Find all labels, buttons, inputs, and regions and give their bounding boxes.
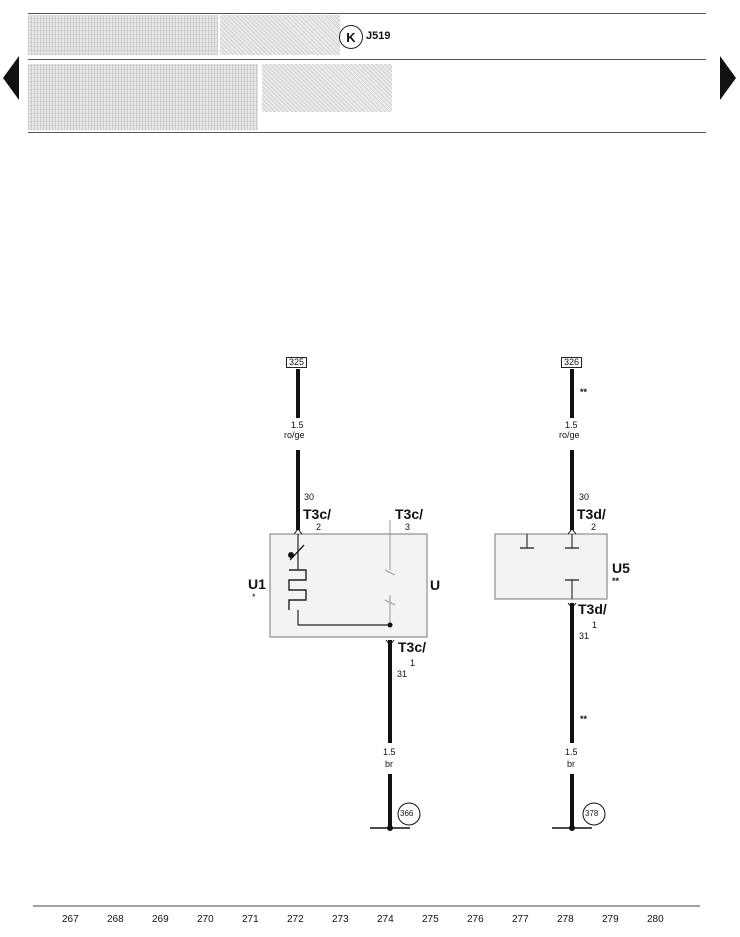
header-mid-rule [28, 59, 706, 60]
connector-pin-label: 2 [591, 522, 597, 532]
header-bottom-rule [28, 132, 706, 133]
column-number: 276 [467, 914, 484, 925]
column-number: 272 [287, 914, 304, 925]
wire-gauge-label: 1.5 [565, 747, 578, 757]
connector-arrow-icon [385, 639, 395, 646]
header-legend-text-blur [28, 15, 218, 55]
wire-gauge-label: 1.5 [291, 420, 304, 430]
left-component-box [269, 533, 428, 638]
right-component-box [494, 533, 608, 600]
connector-arrow-icon [293, 528, 303, 535]
component-mark: * [252, 592, 256, 602]
header-top-rule [28, 13, 706, 14]
triangle-right-icon[interactable] [719, 56, 737, 100]
wire-color-label: br [567, 759, 576, 769]
column-number: 277 [512, 914, 529, 925]
pin-number-label: 31 [579, 631, 590, 641]
column-number: 280 [647, 914, 664, 925]
right-top-ref-box[interactable]: 326 [561, 357, 583, 368]
ground-ref-label[interactable]: 366 [400, 809, 414, 818]
note-mark: ** [580, 714, 588, 724]
column-number: 270 [197, 914, 214, 925]
right-ground-symbol [552, 802, 606, 831]
column-number: 267 [62, 914, 79, 925]
header-legend-text-blur [220, 15, 340, 55]
component-mark: ** [612, 576, 620, 586]
column-number: 271 [242, 914, 259, 925]
pin-number-label: 30 [304, 492, 315, 502]
connector-arrow-icon [567, 528, 577, 535]
connector-label: T3c/ [398, 639, 427, 655]
wire-color-label: br [385, 759, 394, 769]
connector-label: T3d/ [577, 506, 606, 522]
right-component-contacts [520, 534, 579, 599]
pin-number-label: 30 [579, 492, 590, 502]
component-label: U5 [612, 560, 630, 576]
column-number: 268 [107, 914, 124, 925]
column-number: 273 [332, 914, 349, 925]
left-switch-contact [384, 520, 396, 628]
left-ground-symbol [370, 802, 421, 831]
left-top-ref-box[interactable]: 325 [286, 357, 308, 368]
triangle-left-icon[interactable] [2, 56, 20, 100]
component-label: U1 [248, 576, 266, 592]
fault-indicator-circle: K [339, 25, 363, 49]
connector-pin-label: 2 [316, 522, 322, 532]
footer-column-numbers: 267 268 269 270 271 272 273 274 275 276 … [44, 915, 704, 929]
wire-gauge-label: 1.5 [383, 747, 396, 757]
wire-color-label: ro/ge [284, 430, 305, 440]
column-number: 275 [422, 914, 439, 925]
note-mark: ** [580, 387, 588, 397]
ground-ref-label[interactable]: 378 [585, 809, 599, 818]
column-number: 279 [602, 914, 619, 925]
left-relay-coil [288, 534, 390, 626]
connector-pin-label: 3 [405, 522, 411, 532]
component-ref-label: J519 [366, 30, 391, 42]
wire-color-label: ro/ge [559, 430, 580, 440]
connector-label: T3c/ [395, 506, 424, 522]
header-legend-text-blur [28, 64, 258, 130]
connector-pin-label: 1 [410, 658, 416, 668]
component-label: U [430, 577, 441, 593]
connector-arrow-icon [567, 602, 577, 609]
pin-number-label: 31 [397, 669, 408, 679]
column-number: 278 [557, 914, 574, 925]
connector-pin-label: 1 [592, 620, 598, 630]
header-legend-text-blur [262, 64, 392, 112]
column-number: 269 [152, 914, 169, 925]
wire-gauge-label: 1.5 [565, 420, 578, 430]
connector-label: T3d/ [578, 601, 607, 617]
connector-label: T3c/ [303, 506, 332, 522]
column-number: 274 [377, 914, 394, 925]
